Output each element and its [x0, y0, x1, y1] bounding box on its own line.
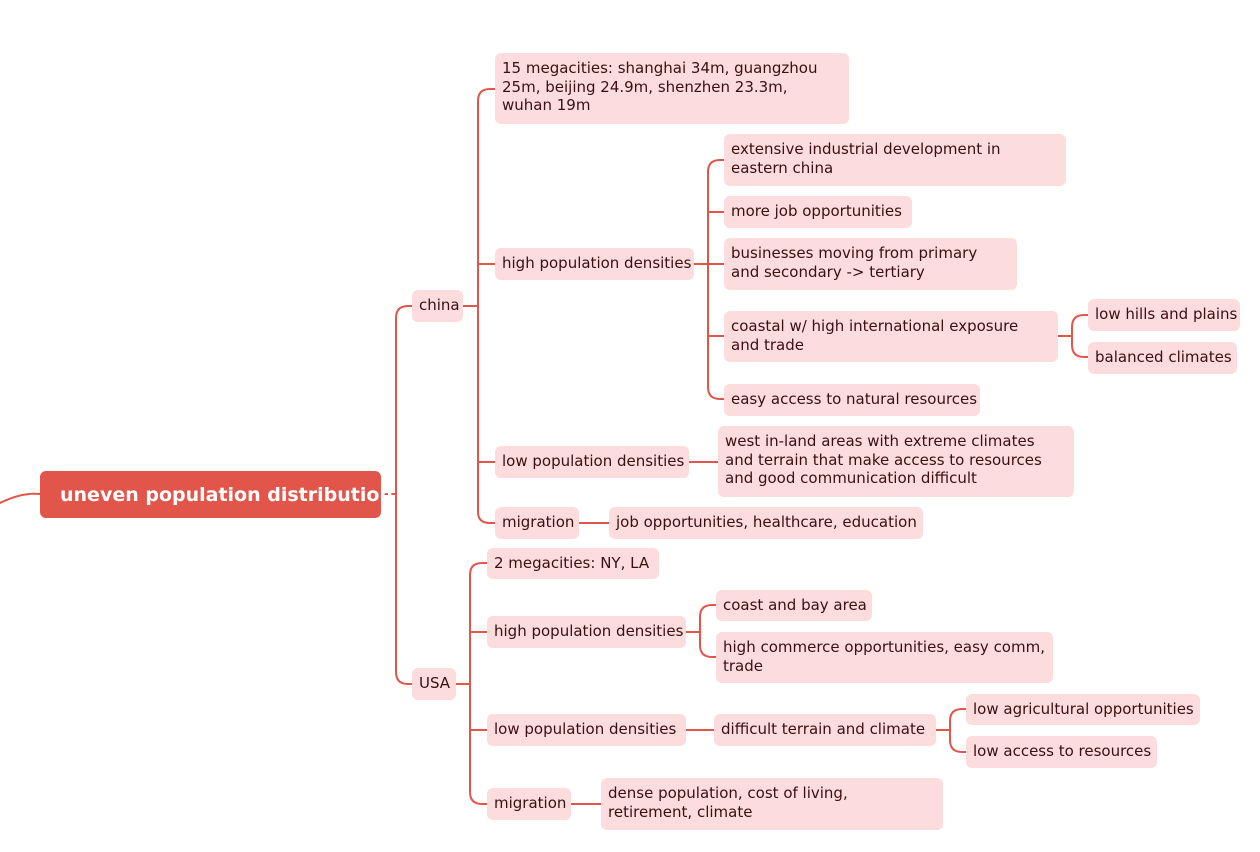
node-china-high-densities[interactable]: high population densities: [495, 248, 694, 280]
link-coastal-sub: [1057, 314, 1089, 358]
node-usa-low-densities-label: low population densities: [494, 720, 677, 738]
node-usa-terrain-label: difficult terrain and climate: [721, 720, 926, 738]
node-usa[interactable]: USA: [412, 668, 456, 700]
link-usa-high-items: [685, 604, 717, 658]
node-china-industrial-label: extensive industrial development in east…: [731, 140, 1001, 177]
node-usa-low-densities[interactable]: low population densities: [487, 714, 686, 746]
node-china-west-inland[interactable]: west in-land areas with extreme climates…: [718, 426, 1074, 497]
node-usa-megacities[interactable]: 2 megacities: NY, LA: [487, 548, 659, 579]
node-usa-coast-label: coast and bay area: [723, 596, 867, 614]
node-china-migration-detail-label: job opportunities, healthcare, education: [616, 513, 917, 531]
node-usa-agricultural-label: low agricultural opportunities: [973, 700, 1194, 718]
link-usa-low-sub: [935, 708, 967, 753]
node-usa-high-densities-label: high population densities: [494, 622, 684, 640]
link-usa-children: [455, 562, 488, 805]
node-china-megacities-label: 15 megacities: shanghai 34m, guangzhou 2…: [502, 59, 818, 114]
node-china-migration-label: migration: [502, 513, 575, 531]
root-label: uneven population distribution: [60, 484, 393, 506]
node-usa-migration[interactable]: migration: [487, 788, 571, 820]
node-usa-coast[interactable]: coast and bay area: [716, 590, 872, 621]
root-node[interactable]: uneven population distribution: [40, 471, 393, 518]
node-usa-commerce-label: high commerce opportunities, easy comm, …: [723, 638, 1045, 675]
node-china-industrial[interactable]: extensive industrial development in east…: [724, 134, 1066, 186]
node-china-low-densities[interactable]: low population densities: [495, 446, 689, 478]
node-china-coastal[interactable]: coastal w/ high international exposure a…: [724, 311, 1058, 362]
node-usa-label: USA: [419, 674, 451, 692]
node-china-businesses-label: businesses moving from primary and secon…: [731, 244, 978, 281]
node-china-low-hills-label: low hills and plains: [1095, 305, 1238, 323]
node-usa-migration-detail[interactable]: dense population, cost of living, retire…: [601, 778, 943, 830]
node-china-businesses[interactable]: businesses moving from primary and secon…: [724, 238, 1017, 290]
node-china-high-densities-label: high population densities: [502, 254, 692, 272]
node-usa-agricultural[interactable]: low agricultural opportunities: [966, 694, 1200, 725]
node-china[interactable]: china: [412, 290, 463, 322]
node-china-resources[interactable]: easy access to natural resources: [724, 384, 980, 416]
node-usa-commerce[interactable]: high commerce opportunities, easy comm, …: [716, 632, 1053, 683]
link-incoming-root: [0, 492, 41, 504]
link-china-high-items: [693, 159, 725, 400]
node-usa-migration-label: migration: [494, 794, 567, 812]
node-china-west-inland-label: west in-land areas with extreme climates…: [725, 432, 1042, 487]
node-usa-access[interactable]: low access to resources: [966, 736, 1157, 768]
node-china-resources-label: easy access to natural resources: [731, 390, 978, 408]
node-china-balanced-climates-label: balanced climates: [1095, 348, 1232, 366]
node-china-megacities[interactable]: 15 megacities: shanghai 34m, guangzhou 2…: [495, 53, 849, 124]
node-usa-migration-detail-label: dense population, cost of living, retire…: [608, 784, 848, 821]
node-china-jobs-label: more job opportunities: [731, 202, 902, 220]
node-usa-terrain[interactable]: difficult terrain and climate: [714, 714, 936, 746]
node-usa-access-label: low access to resources: [973, 742, 1152, 760]
node-china-balanced-climates[interactable]: balanced climates: [1088, 342, 1237, 374]
node-china-low-hills[interactable]: low hills and plains: [1088, 299, 1240, 331]
node-china-jobs[interactable]: more job opportunities: [724, 196, 912, 228]
node-china-label: china: [419, 296, 460, 314]
node-usa-high-densities[interactable]: high population densities: [487, 616, 686, 648]
node-china-low-densities-label: low population densities: [502, 452, 685, 470]
node-china-migration[interactable]: migration: [495, 507, 579, 539]
node-china-coastal-label: coastal w/ high international exposure a…: [731, 317, 1019, 354]
link-china-children: [462, 88, 496, 524]
node-usa-megacities-label: 2 megacities: NY, LA: [494, 554, 650, 572]
link-root-to-countries: [380, 305, 413, 685]
node-china-migration-detail[interactable]: job opportunities, healthcare, education: [609, 507, 923, 539]
